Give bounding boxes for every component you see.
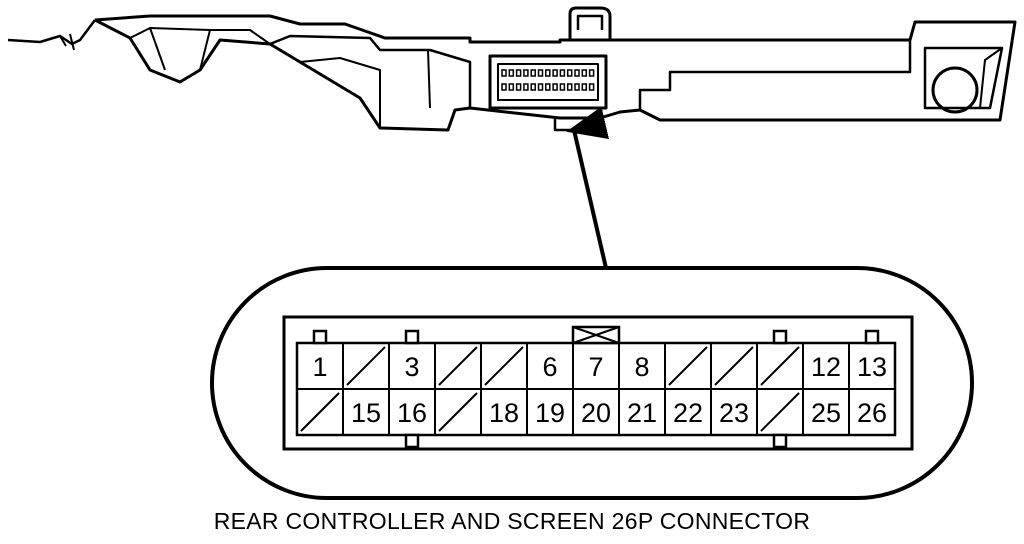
pin-number: 1: [312, 352, 327, 382]
housing-pin: [537, 83, 544, 91]
pointer-arrow: [574, 130, 606, 269]
empty-pin-slash: [668, 346, 708, 386]
housing-pin: [530, 83, 536, 91]
pin-number: 20: [581, 398, 611, 428]
latch-tab-bottom: [772, 433, 788, 449]
pin-number: 13: [857, 352, 887, 382]
housing-pin: [537, 69, 544, 77]
housing-pin: [581, 83, 588, 91]
pin-cell: [848, 388, 896, 436]
pin-number: 23: [719, 398, 749, 428]
pin-number: 22: [673, 398, 703, 428]
housing-pin: [588, 69, 595, 77]
pin-number: 15: [351, 398, 381, 428]
empty-pin-slash: [714, 346, 754, 386]
connector-outer-frame: [282, 315, 914, 451]
empty-pin-slash: [300, 392, 340, 432]
latch-tab-top: [864, 329, 880, 345]
connector-caption: REAR CONTROLLER AND SCREEN 26P CONNECTOR: [213, 508, 811, 534]
pin-number: 7: [588, 352, 603, 382]
housing-pin: [559, 83, 566, 91]
pin-number: 25: [811, 398, 841, 428]
housing-pin: [552, 83, 558, 91]
housing-pin: [530, 69, 536, 77]
empty-pin-slash: [438, 346, 478, 386]
wire-harness: [7, 19, 96, 46]
housing-pin: [566, 69, 573, 77]
housing-pin: [515, 69, 522, 77]
housing-pin: [574, 69, 580, 77]
housing-pin: [508, 69, 515, 77]
empty-pin-slash: [438, 392, 478, 432]
pin-number: 18: [489, 398, 519, 428]
housing-pin: [574, 83, 580, 91]
housing-pin: [552, 69, 558, 77]
pin-number: 16: [397, 398, 427, 428]
empty-pin-slash: [760, 346, 800, 386]
keyway-cross: [572, 326, 620, 344]
housing-pin: [545, 83, 551, 91]
pin-number: 3: [404, 352, 419, 382]
housing-pin: [508, 83, 515, 91]
housing-pin: [588, 83, 595, 91]
latch-tab-bottom: [404, 433, 420, 449]
housing-pin: [523, 83, 529, 91]
housing-pin: [545, 69, 551, 77]
latch-tab-top: [772, 329, 788, 345]
pin-number: 12: [811, 352, 841, 382]
housing-pin-marks: [501, 69, 595, 91]
pin-number: 19: [535, 398, 565, 428]
callout-oval: [210, 266, 974, 500]
latch-tab-top: [312, 329, 328, 345]
empty-pin-slash: [760, 392, 800, 432]
pin-number: 21: [627, 398, 657, 428]
housing-pin: [501, 83, 507, 91]
pin-number: 26: [857, 398, 887, 428]
pin-number: 6: [542, 352, 557, 382]
rear-controller-unit: [7, 6, 1017, 132]
housing-pin: [581, 69, 588, 77]
housing-pin: [559, 69, 566, 77]
housing-pin: [515, 83, 522, 91]
housing-pin: [566, 83, 573, 91]
housing-pin: [523, 69, 529, 77]
empty-pin-slash: [484, 346, 524, 386]
pin-number: 8: [634, 352, 649, 382]
latch-tab-top: [404, 329, 420, 345]
housing-pin: [501, 69, 507, 77]
empty-pin-slash: [346, 346, 386, 386]
